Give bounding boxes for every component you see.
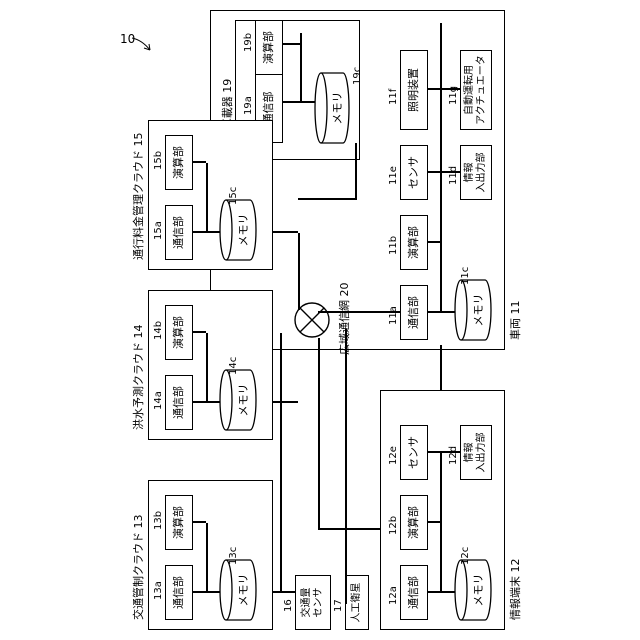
flood-mem-ref: 14c: [228, 357, 239, 375]
vehicle-calc-ref: 11b: [388, 236, 399, 255]
satellite-ref: 17: [333, 599, 344, 612]
etc-calc-ref: 19b: [243, 33, 254, 52]
etc-comm-ref: 19a: [243, 96, 254, 115]
flood-comm-unit: 通信部: [165, 375, 193, 430]
vehicle-info-unit: 情報 入出力部: [460, 145, 492, 200]
terminal-title: 情報端末 12: [507, 559, 523, 621]
terminal-mem-ref: 12c: [460, 547, 471, 565]
vehicle-mem-ref: 11c: [460, 267, 471, 285]
vehicle-comm-unit: 通信部: [400, 285, 428, 340]
terminal-sensor-unit: センサ: [400, 425, 428, 480]
vehicle-comm-ref: 11a: [388, 306, 399, 325]
toll-mem-ref: 15c: [228, 187, 239, 205]
traffic-calc-unit: 演算部: [165, 495, 193, 550]
terminal-info-ref: 12d: [448, 446, 459, 465]
vehicle-actuator-unit: 自動運転用 アクチュエータ: [460, 50, 492, 130]
traffic-memory: メモリ: [220, 560, 256, 620]
terminal-sensor-ref: 12e: [388, 446, 399, 465]
toll-cloud-title: 通行料金管理クラウド 15: [130, 133, 146, 261]
vehicle-sensor-ref: 11e: [388, 166, 399, 185]
etc-bus: [300, 33, 302, 103]
etc-calc-unit: 演算部: [255, 20, 283, 75]
terminal-info-unit: 情報 入出力部: [460, 425, 492, 480]
traffic-mem-ref: 13c: [228, 547, 239, 565]
vehicle-memory: メモリ: [455, 280, 491, 340]
vehicle-light-ref: 11f: [388, 89, 399, 105]
traffic-comm-ref: 13a: [153, 581, 164, 600]
toll-memory: メモリ: [220, 200, 256, 260]
toll-comm-unit: 通信部: [165, 205, 193, 260]
traffic-sensor-ref: 16: [283, 599, 294, 612]
terminal-calc-ref: 12b: [388, 516, 399, 535]
traffic-calc-ref: 13b: [153, 511, 164, 530]
flood-comm-ref: 14a: [153, 391, 164, 410]
toll-comm-ref: 15a: [153, 221, 164, 240]
etc-mem-ref: 19c: [352, 67, 363, 85]
etc-memory: メモリ: [315, 73, 349, 143]
flood-calc-unit: 演算部: [165, 305, 193, 360]
vehicle-bus: [440, 23, 442, 313]
satellite-box: 人工衛星: [345, 575, 369, 630]
vehicle-info-ref: 11d: [448, 166, 459, 185]
traffic-sensor-box: 交通量 センサ: [295, 575, 331, 630]
toll-calc-unit: 演算部: [165, 135, 193, 190]
traffic-comm-unit: 通信部: [165, 565, 193, 620]
terminal-comm-ref: 12a: [388, 586, 399, 605]
traffic-cloud-title: 交通管制クラウド 13: [130, 515, 146, 621]
terminal-calc-unit: 演算部: [400, 495, 428, 550]
terminal-bus: [440, 453, 442, 593]
vehicle-calc-unit: 演算部: [400, 215, 428, 270]
flood-memory: メモリ: [220, 370, 256, 430]
terminal-comm-unit: 通信部: [400, 565, 428, 620]
flood-cloud-title: 洪水予測クラウド 14: [130, 325, 146, 431]
vehicle-sensor-unit: センサ: [400, 145, 428, 200]
network-label: 広域通信網 20: [336, 283, 352, 356]
vehicle-light-unit: 照明装置: [400, 50, 428, 130]
terminal-memory: メモリ: [455, 560, 491, 620]
flood-calc-ref: 14b: [153, 321, 164, 340]
vehicle-title: 車両 11: [507, 301, 523, 341]
toll-calc-ref: 15b: [153, 151, 164, 170]
